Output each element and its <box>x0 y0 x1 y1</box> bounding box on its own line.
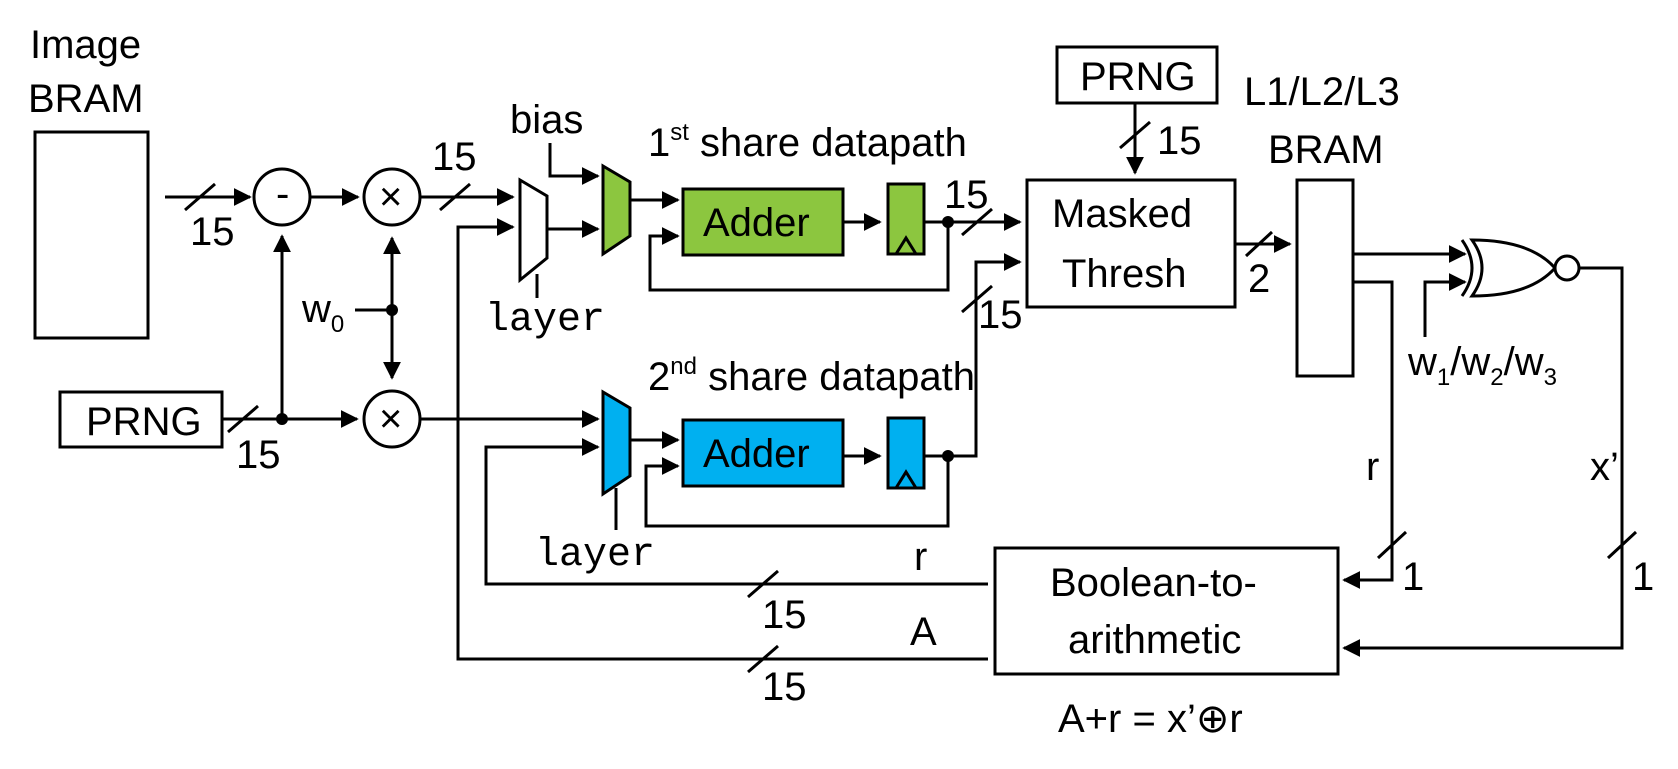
w-set-label: w1/w2/w3 <box>1407 340 1557 391</box>
l-bram-block <box>1295 178 1355 378</box>
bus-slash <box>747 569 779 599</box>
share1-mux <box>601 163 632 257</box>
subtract-symbol: - <box>276 172 289 216</box>
share2-adder-label: Adder <box>703 432 810 476</box>
share1-out-junction <box>942 216 954 228</box>
share1-register-clock <box>894 235 918 255</box>
prng-left-label: PRNG <box>86 400 202 444</box>
xnor-gate-bubble <box>1553 254 1581 282</box>
b2a-equation: A+r = x’⊕r <box>1058 697 1243 741</box>
boolean-to-arithmetic-block <box>993 546 1340 676</box>
b2a-label-line1: Boolean-to- <box>1050 561 1257 605</box>
bus-slash <box>1376 530 1408 560</box>
bram-r-wire <box>1342 280 1394 589</box>
share2-feedback-wire <box>644 456 950 528</box>
bus-slash <box>1244 230 1274 258</box>
r-feedback-wire <box>484 438 988 586</box>
share2-register <box>886 416 926 490</box>
bus-slash <box>961 207 993 237</box>
layer-select-label-top: layer <box>485 298 605 343</box>
share2-register-clock <box>894 469 918 489</box>
layer-mux-white <box>518 177 549 284</box>
w-to-xnor-wire <box>1423 273 1467 337</box>
l-bram-label-line1: L1/L2/L3 <box>1244 70 1400 114</box>
multiplier-top-symbol: × <box>379 175 402 219</box>
bus-width-a: 15 <box>762 665 807 709</box>
masked-thresh-label-line1: Masked <box>1052 192 1192 236</box>
bus-width-image: 15 <box>190 210 235 254</box>
x-prime-wire <box>1342 266 1624 657</box>
r-signal-label-bottom: r <box>914 535 927 579</box>
b2a-label-line2: arithmetic <box>1068 618 1241 662</box>
share2-title: 2nd share datapath <box>648 353 975 399</box>
bus-slash <box>227 404 259 434</box>
image-bram-label-line1: Image <box>30 23 141 67</box>
a-signal-label: A <box>910 610 937 654</box>
bias-label: bias <box>510 98 583 142</box>
bus-slash <box>961 284 993 314</box>
bus-width-reg2: 15 <box>978 293 1023 337</box>
masked-thresh-label-line2: Thresh <box>1062 252 1187 296</box>
share1-title: 1st share datapath <box>648 119 967 165</box>
bus-slash <box>1119 120 1151 150</box>
bus-slash <box>439 182 471 212</box>
r-signal-label-right: r <box>1366 445 1379 489</box>
x-prime-label: x’ <box>1590 445 1619 489</box>
share1-adder <box>681 187 845 257</box>
prng-top-block <box>1055 45 1219 105</box>
bus-width-x-in: 1 <box>1632 555 1654 599</box>
l-bram-label-line2: BRAM <box>1268 128 1384 172</box>
multiplier-bottom-symbol: × <box>379 397 402 441</box>
bus-width-prng: 15 <box>236 433 281 477</box>
bus-width-prng-top: 15 <box>1157 119 1202 163</box>
a-feedback-wire <box>456 218 988 661</box>
share2-mux <box>601 389 632 497</box>
share2-out-junction <box>942 450 954 462</box>
masked-thresh-block <box>1025 178 1237 309</box>
layer-select-label-bottom: layer <box>535 533 655 578</box>
prng-left-block <box>58 390 224 449</box>
bus-slash <box>184 182 216 212</box>
prng-top-label: PRNG <box>1080 55 1196 99</box>
image-bram-label-line2: BRAM <box>28 77 144 121</box>
image-bram-block <box>33 130 150 340</box>
xnor-gate <box>1469 238 1558 298</box>
bus-slash <box>747 644 779 674</box>
xnor-gate-back-curve <box>1460 239 1474 297</box>
bus-width-r-in: 1 <box>1402 555 1424 599</box>
bus-width-mult: 15 <box>432 135 477 179</box>
share1-adder-label: Adder <box>703 201 810 245</box>
bus-slash <box>1606 530 1638 560</box>
bus-width-r: 15 <box>762 593 807 637</box>
bus-width-reg1: 15 <box>944 173 989 217</box>
share2-adder <box>681 418 845 488</box>
share1-feedback-wire <box>648 222 950 292</box>
bus-width-thresh: 2 <box>1248 257 1270 301</box>
share1-register <box>886 182 926 256</box>
bias-wire <box>548 143 600 185</box>
w0-label: w0 <box>301 287 344 338</box>
